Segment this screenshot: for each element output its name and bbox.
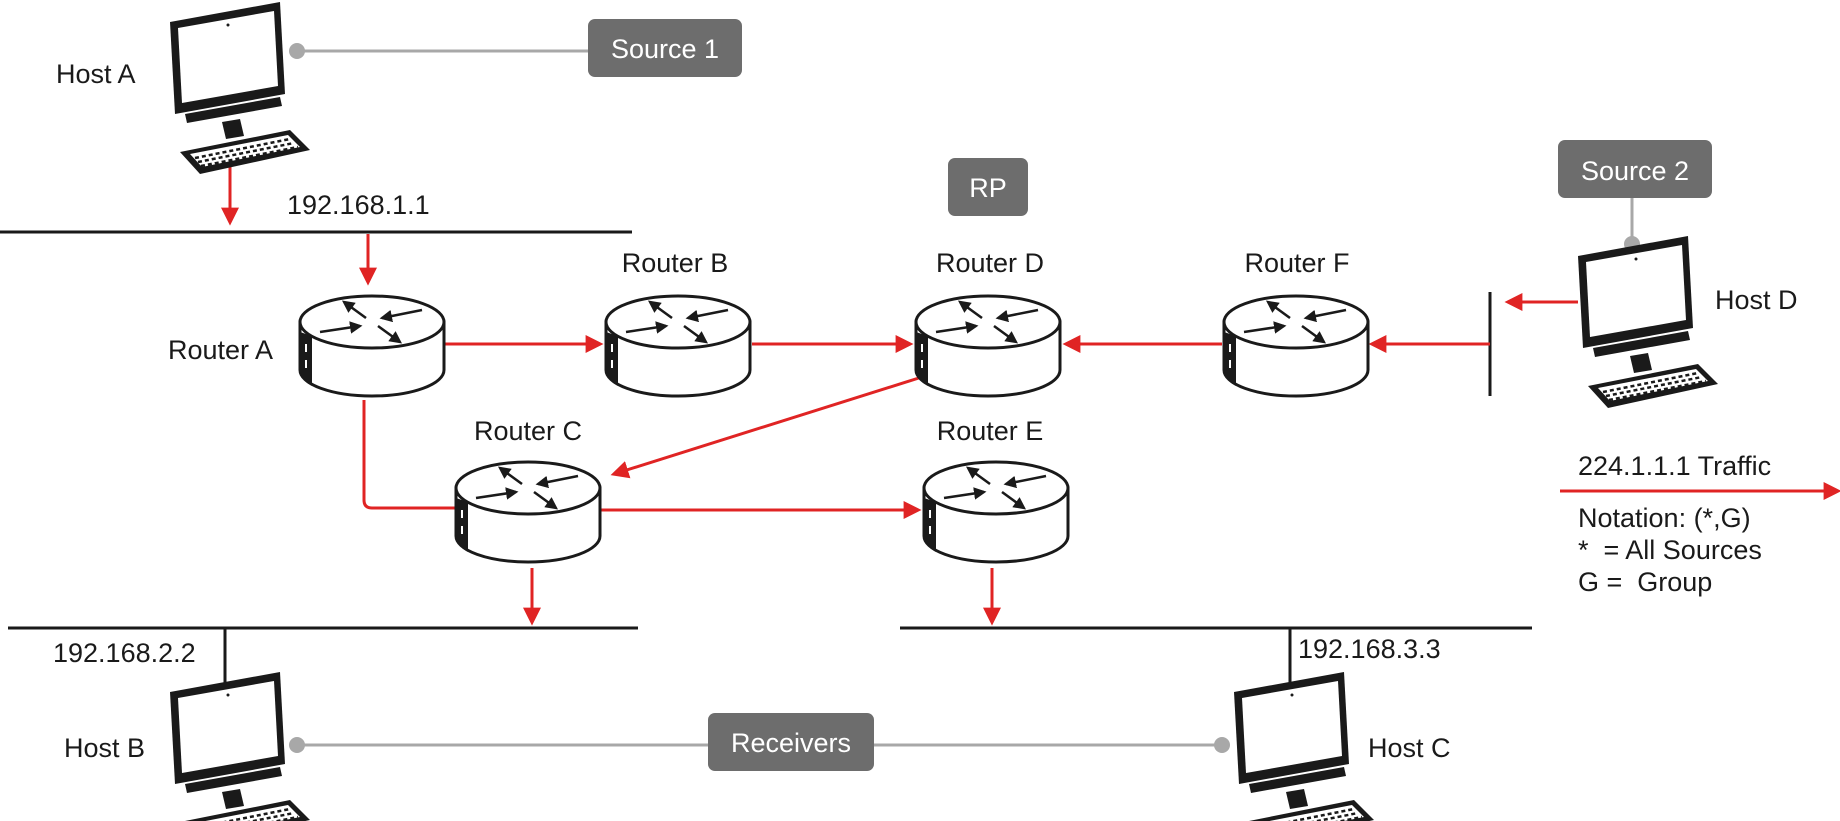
legend-group: G = Group bbox=[1578, 567, 1712, 597]
router-b-icon bbox=[606, 296, 750, 396]
rp-label: RP bbox=[969, 173, 1007, 203]
rp-tag bbox=[948, 158, 1028, 216]
source-2-tag bbox=[1558, 140, 1712, 198]
receivers-dot-right bbox=[1214, 737, 1230, 753]
host-b-label: Host B bbox=[64, 733, 145, 763]
arrow-router-d-to-c bbox=[610, 375, 923, 479]
address-net2-label: 192.168.2.2 bbox=[53, 638, 196, 668]
router-e-label: Router E bbox=[937, 416, 1044, 446]
source-1-tag bbox=[588, 19, 742, 77]
host-d-computer-icon bbox=[1576, 234, 1720, 410]
host-a-computer-icon bbox=[168, 0, 312, 176]
receivers-dot-left bbox=[289, 737, 305, 753]
router-d-label: Router D bbox=[936, 248, 1044, 278]
router-a-icon bbox=[300, 296, 444, 396]
receivers-label: Receivers bbox=[731, 728, 851, 758]
source-1-dot bbox=[289, 43, 305, 59]
host-a-label: Host A bbox=[56, 59, 136, 89]
address-net1-label: 192.168.1.1 bbox=[287, 190, 430, 220]
router-c-icon bbox=[456, 462, 600, 562]
receivers-tag bbox=[708, 713, 874, 771]
router-a-label: Router A bbox=[168, 335, 273, 365]
router-d-icon bbox=[916, 296, 1060, 396]
legend-star: * = All Sources bbox=[1578, 535, 1762, 565]
legend-traffic-label: 224.1.1.1 Traffic bbox=[1578, 451, 1771, 481]
host-b-computer-icon bbox=[168, 670, 312, 821]
arrow-router-a-to-c bbox=[362, 400, 456, 510]
router-c-label: Router C bbox=[474, 416, 582, 446]
address-net3-label: 192.168.3.3 bbox=[1298, 634, 1441, 664]
legend-notation: Notation: (*,G) bbox=[1578, 503, 1751, 533]
source-2-label: Source 2 bbox=[1581, 156, 1689, 186]
router-f-label: Router F bbox=[1244, 248, 1349, 278]
router-f-icon bbox=[1224, 296, 1368, 396]
host-d-label: Host D bbox=[1715, 285, 1798, 315]
host-c-computer-icon bbox=[1232, 670, 1376, 821]
source-1-label: Source 1 bbox=[611, 34, 719, 64]
host-c-label: Host C bbox=[1368, 733, 1451, 763]
router-e-icon bbox=[924, 462, 1068, 562]
router-b-label: Router B bbox=[622, 248, 729, 278]
